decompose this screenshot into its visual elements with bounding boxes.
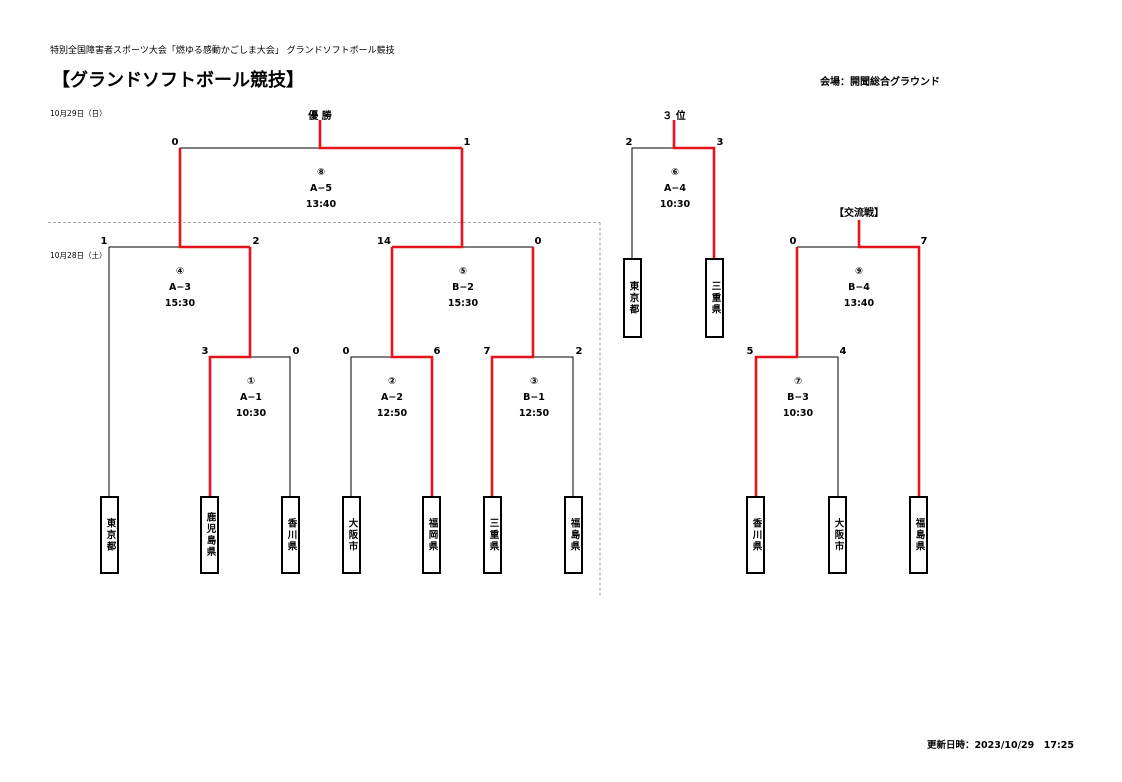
red-paths xyxy=(178,120,921,496)
match8-right-score: 1 xyxy=(463,137,471,148)
team-name: 三重県 xyxy=(709,280,721,316)
match6-info: ⑥ A−4 10:30 xyxy=(660,165,690,213)
match-time: 15:30 xyxy=(164,298,196,309)
page-title: 【グランドソフトボール競技】 xyxy=(52,70,304,91)
match-code: A−3 xyxy=(169,282,191,293)
match9-right-score: 7 xyxy=(920,236,928,247)
event-subtitle: 特別全国障害者スポーツ大会「燃ゆる感動かごしま大会」 グランドソフトボール競技 xyxy=(50,46,395,56)
team-name: 福島県 xyxy=(568,517,580,553)
team-box: 香川県 xyxy=(746,496,765,574)
match-code: A−1 xyxy=(240,392,262,403)
match2-info: ② A−2 12:50 xyxy=(377,374,407,422)
match8-left-score: 0 xyxy=(171,137,179,148)
team-name: 鹿児島県 xyxy=(204,512,216,558)
team-name: 大阪市 xyxy=(346,517,358,553)
team-name: 香川県 xyxy=(285,517,297,553)
team-name: 福島県 xyxy=(913,517,925,553)
match1-info: ① A−1 10:30 xyxy=(236,374,266,422)
match-code: A−4 xyxy=(664,183,686,194)
match-code: B−4 xyxy=(848,282,870,293)
match-number: ⑨ xyxy=(854,266,864,277)
date-day1: 10月28日（土） xyxy=(50,251,107,260)
match2-right-score: 6 xyxy=(433,346,441,357)
team-box: 東京都 xyxy=(623,258,642,338)
match-time: 13:40 xyxy=(305,199,337,210)
match4-right-score: 2 xyxy=(252,236,260,247)
match-time: 10:30 xyxy=(782,408,814,419)
team-name: 福岡県 xyxy=(426,517,438,553)
match5-left-score: 14 xyxy=(377,236,391,247)
team-name: 香川県 xyxy=(750,517,762,553)
match7-right-score: 4 xyxy=(839,346,847,357)
champion-label: 優 勝 xyxy=(308,111,332,122)
match1-left-score: 3 xyxy=(201,346,209,357)
match-time: 10:30 xyxy=(235,408,267,419)
day-divider xyxy=(48,222,601,596)
match-number: ⑤ xyxy=(458,266,468,277)
team-box: 三重県 xyxy=(705,258,724,338)
match-code: A−5 xyxy=(310,183,332,194)
match4-left-score: 1 xyxy=(100,236,108,247)
match-code: B−3 xyxy=(787,392,809,403)
match-time: 15:30 xyxy=(447,298,479,309)
match7-info: ⑦ B−3 10:30 xyxy=(783,374,813,422)
updated-timestamp: 更新日時：2023/10/29 17:25 xyxy=(926,740,1074,751)
date-day2: 10月29日（日） xyxy=(50,109,107,118)
match-time: 10:30 xyxy=(659,199,691,210)
team-name: 東京都 xyxy=(104,517,116,553)
match6-right-score: 3 xyxy=(716,137,724,148)
match3-right-score: 2 xyxy=(575,346,583,357)
match3-left-score: 7 xyxy=(483,346,491,357)
team-name: 大阪市 xyxy=(832,517,844,553)
match-time: 12:50 xyxy=(518,408,550,419)
team-box: 福岡県 xyxy=(422,496,441,574)
match2-left-score: 0 xyxy=(342,346,350,357)
match4-info: ④ A−3 15:30 xyxy=(165,264,195,312)
match-code: A−2 xyxy=(381,392,403,403)
match5-right-score: 0 xyxy=(534,236,542,247)
team-box: 鹿児島県 xyxy=(200,496,219,574)
match-number: ① xyxy=(246,376,256,387)
match7-left-score: 5 xyxy=(746,346,754,357)
team-name: 東京都 xyxy=(627,280,639,316)
match9-info: ⑨ B−4 13:40 xyxy=(844,264,874,312)
third-place-label: ３ 位 xyxy=(662,111,686,122)
team-box: 東京都 xyxy=(100,496,119,574)
match-number: ④ xyxy=(175,266,185,277)
match5-info: ⑤ B−2 15:30 xyxy=(448,264,478,312)
match-code: B−2 xyxy=(452,282,474,293)
exchange-match-label: 【交流戦】 xyxy=(834,208,884,219)
team-box: 三重県 xyxy=(483,496,502,574)
match6-left-score: 2 xyxy=(625,137,633,148)
match-number: ⑦ xyxy=(793,376,803,387)
match9-left-score: 0 xyxy=(789,236,797,247)
match3-info: ③ B−1 12:50 xyxy=(519,374,549,422)
match-number: ③ xyxy=(529,376,539,387)
match-number: ⑥ xyxy=(670,167,680,178)
match8-info: ⑧ A−5 13:40 xyxy=(306,165,336,213)
team-box: 香川県 xyxy=(281,496,300,574)
match-code: B−1 xyxy=(523,392,545,403)
team-box: 大阪市 xyxy=(828,496,847,574)
team-box: 大阪市 xyxy=(342,496,361,574)
match-number: ⑧ xyxy=(316,167,326,178)
team-box: 福島県 xyxy=(909,496,928,574)
venue-label: 会場：開聞総合グラウンド xyxy=(820,77,940,88)
match-time: 13:40 xyxy=(843,298,875,309)
black-paths xyxy=(108,147,859,496)
team-name: 三重県 xyxy=(487,517,499,553)
match1-right-score: 0 xyxy=(292,346,300,357)
match-time: 12:50 xyxy=(376,408,408,419)
team-box: 福島県 xyxy=(564,496,583,574)
match-number: ② xyxy=(387,376,397,387)
